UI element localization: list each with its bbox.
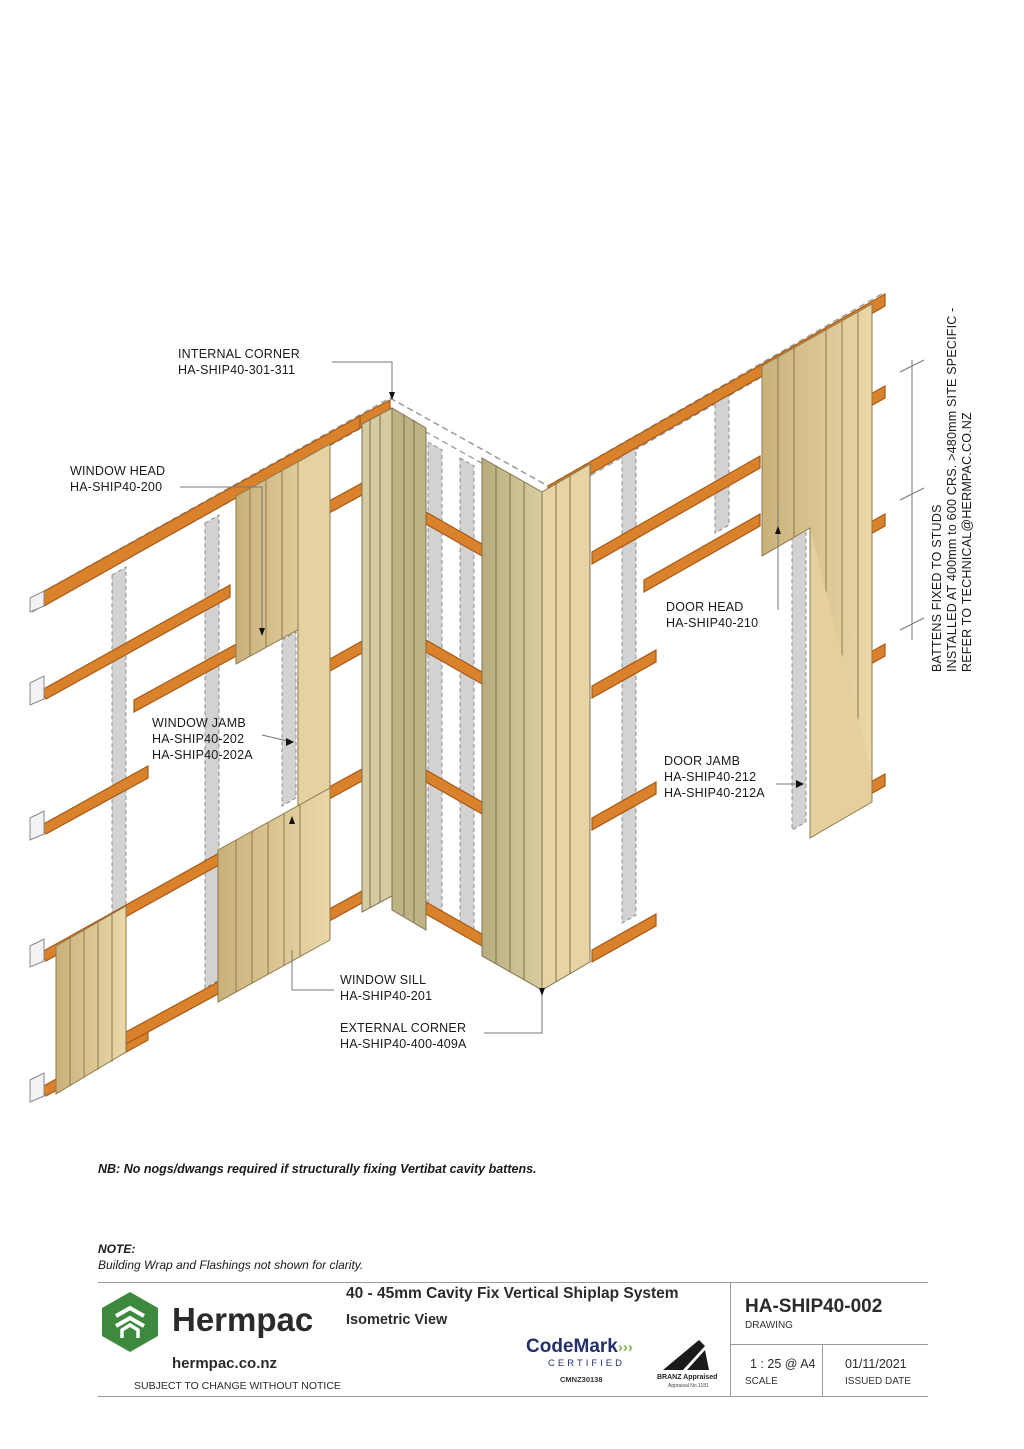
callout-window-jamb: WINDOW JAMB HA-SHIP40-202 HA-SHIP40-202A xyxy=(152,715,253,763)
codemark-logo: CodeMark››› xyxy=(526,1336,633,1358)
codemark-number: CMNZ30138 xyxy=(560,1375,603,1384)
callout-door-jamb-code2: HA-SHIP40-212A xyxy=(664,786,765,800)
general-note: NOTE: Building Wrap and Flashings not sh… xyxy=(98,1241,363,1273)
callout-internal-corner-code: HA-SHIP40-301-311 xyxy=(178,363,296,377)
door-cladding xyxy=(761,303,873,839)
scale-label: SCALE xyxy=(745,1376,778,1387)
callout-door-jamb: DOOR JAMB HA-SHIP40-212 HA-SHIP40-212A xyxy=(664,753,765,801)
drawing-number: HA-SHIP40-002 xyxy=(745,1296,883,1317)
note-text: Building Wrap and Flashings not shown fo… xyxy=(98,1258,364,1272)
callout-window-jamb-title: WINDOW JAMB xyxy=(152,716,246,730)
batten-note: BATTENS FIXED TO STUDS INSTALLED AT 400m… xyxy=(930,307,975,672)
title-block-mid-rule xyxy=(730,1344,928,1345)
bottom-left-cladding xyxy=(55,905,127,1095)
subject-notice: SUBJECT TO CHANGE WITHOUT NOTICE xyxy=(134,1380,341,1392)
internal-corner-flashing xyxy=(361,407,427,931)
callout-window-head: WINDOW HEAD HA-SHIP40-200 xyxy=(70,463,165,495)
title-block-top-rule xyxy=(98,1282,928,1283)
website-link[interactable]: hermpac.co.nz xyxy=(172,1355,278,1372)
codemark-chevrons-icon: ››› xyxy=(617,1339,633,1356)
drawing-title: 40 - 45mm Cavity Fix Vertical Shiplap Sy… xyxy=(346,1285,679,1302)
batten-note-line3: REFER TO TECHNICAL@HERMPAC.CO.NZ xyxy=(960,412,974,672)
batten-note-line1: BATTENS FIXED TO STUDS xyxy=(930,504,944,672)
codemark-text: CodeMark xyxy=(526,1336,618,1357)
issued-date-label: ISSUED DATE xyxy=(845,1376,911,1387)
callout-window-jamb-code2: HA-SHIP40-202A xyxy=(152,748,253,762)
title-block-bottom-rule xyxy=(98,1396,928,1397)
callout-door-jamb-code: HA-SHIP40-212 xyxy=(664,770,757,784)
branz-logo-icon xyxy=(663,1340,709,1370)
battens xyxy=(30,292,886,1097)
callout-window-sill: WINDOW SILL HA-SHIP40-201 xyxy=(340,972,432,1004)
callout-door-head: DOOR HEAD HA-SHIP40-210 xyxy=(666,599,758,631)
callout-internal-corner: INTERNAL CORNER HA-SHIP40-301-311 xyxy=(178,346,300,378)
title-block-scale-divider xyxy=(822,1344,823,1396)
callout-arrows xyxy=(259,392,804,996)
callout-leaders xyxy=(180,359,925,1034)
callout-external-corner: EXTERNAL CORNER HA-SHIP40-400-409A xyxy=(340,1020,467,1052)
external-corner-cladding xyxy=(481,457,591,991)
batten-note-line2: INSTALLED AT 400mm to 600 CRS. >480mm SI… xyxy=(945,307,959,672)
codemark-certified: CERTIFIED xyxy=(548,1358,625,1369)
scale-value: 1 : 25 @ A4 xyxy=(750,1357,816,1371)
top-plate-outline xyxy=(31,291,886,613)
callout-window-sill-code: HA-SHIP40-201 xyxy=(340,989,433,1003)
branz-number: Appraisal No.1181 xyxy=(668,1383,709,1389)
issued-date: 01/11/2021 xyxy=(845,1357,907,1371)
brand-name: Hermpac xyxy=(172,1301,314,1338)
callout-door-head-code: HA-SHIP40-210 xyxy=(666,616,759,630)
note-heading: NOTE: xyxy=(98,1242,136,1256)
hermpac-logo-icon xyxy=(102,1292,158,1352)
callout-external-corner-code: HA-SHIP40-400-409A xyxy=(340,1037,467,1051)
window-sill-cladding xyxy=(217,787,331,1003)
callout-window-jamb-code: HA-SHIP40-202 xyxy=(152,732,245,746)
batten-end-caps xyxy=(29,590,45,1103)
branz-appraised: BRANZ Appraised xyxy=(657,1374,718,1381)
callout-external-corner-title: EXTERNAL CORNER xyxy=(340,1021,467,1035)
drawing-label: DRAWING xyxy=(745,1320,793,1331)
top-plate-front xyxy=(389,397,549,487)
callout-door-jamb-title: DOOR JAMB xyxy=(664,754,741,768)
callout-window-head-title: WINDOW HEAD xyxy=(70,464,166,478)
callout-window-head-code: HA-SHIP40-200 xyxy=(70,480,163,494)
title-block-divider xyxy=(730,1282,731,1396)
callout-door-head-title: DOOR HEAD xyxy=(666,600,744,614)
nb-note: NB: No nogs/dwangs required if structura… xyxy=(98,1162,537,1176)
callout-window-sill-title: WINDOW SILL xyxy=(340,973,427,987)
drawing-subtitle: Isometric View xyxy=(346,1312,448,1328)
callout-internal-corner-title: INTERNAL CORNER xyxy=(178,347,300,361)
